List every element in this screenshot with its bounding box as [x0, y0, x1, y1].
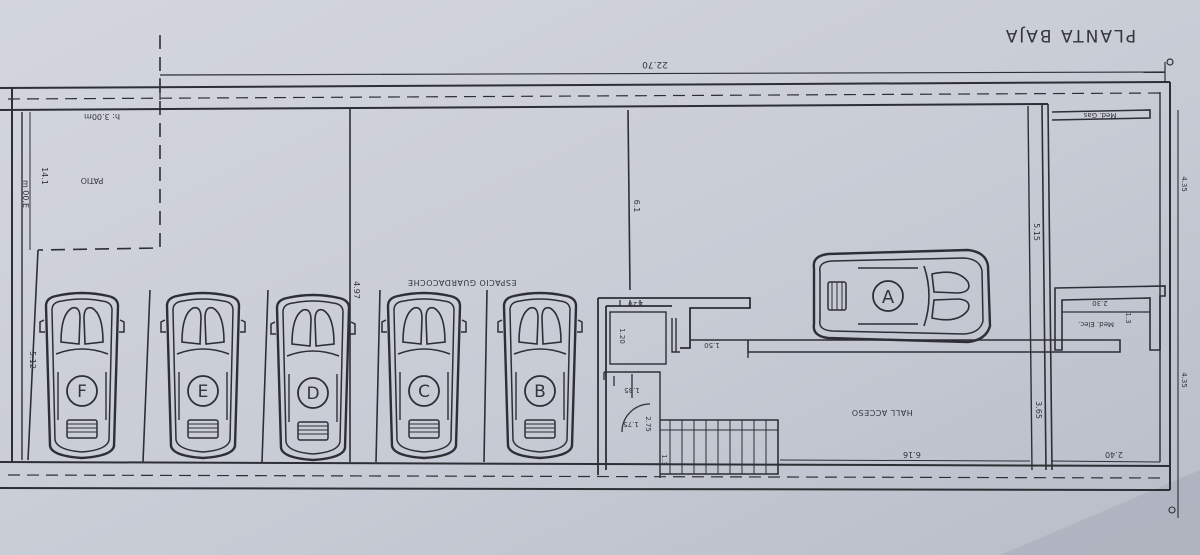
plan-title: PLANTA BAJA — [1004, 25, 1136, 45]
med-elec-label: Med. Elec. — [1078, 320, 1114, 328]
hall-width-dimension — [779, 459, 1031, 462]
patio-label: PATIO — [81, 176, 104, 185]
patio-height-label: h: 3.00m — [84, 112, 120, 121]
car-d-letter: D — [306, 384, 319, 404]
hall-label: HALL ACCESO — [851, 408, 912, 417]
right-mid-label: 3.65 — [1034, 401, 1043, 419]
right-width-label: 2.40 — [1105, 450, 1123, 459]
car-f: F — [38, 291, 126, 460]
edge-bottom-label: 4.35 — [1180, 372, 1188, 388]
core-top-label: 6.1 — [632, 200, 641, 213]
car-a-letter: A — [882, 287, 895, 308]
right-width-dimension — [1051, 460, 1161, 463]
core-b-label: 1.20 — [618, 328, 626, 344]
patio-area — [29, 35, 161, 251]
car-c: C — [380, 291, 468, 460]
hall-width-label: 6.16 — [903, 450, 921, 459]
core-d-label: 1.75 — [623, 420, 639, 428]
parking-dividers — [27, 108, 631, 463]
patio-side-label: m 00.E — [21, 180, 30, 208]
car-e: E — [159, 291, 247, 460]
stair-a-label: 2.75 — [644, 416, 652, 432]
overall-dimension-label: 22.70 — [642, 59, 668, 69]
car-e-letter: E — [198, 382, 209, 402]
parking-label: ESPACIO GUARDACOCHE — [407, 278, 516, 287]
car-c-letter: C — [418, 382, 430, 402]
car-a: A — [812, 248, 992, 344]
car-d: D — [269, 293, 357, 462]
bay-f-depth-label: 5.12 — [28, 351, 37, 369]
service-rooms — [1051, 109, 1166, 351]
central-core — [597, 297, 779, 478]
stair-b-label: 1.3 — [660, 454, 668, 465]
patio-side2-label: 14.1 — [40, 167, 49, 185]
car-f-letter: F — [77, 382, 87, 402]
paper-shadow — [1000, 470, 1200, 555]
core-c-label: 1.35 — [624, 386, 640, 394]
right-tall-label: 5.15 — [1032, 223, 1041, 241]
car-b-letter: B — [534, 382, 546, 402]
outer-walls — [0, 81, 1171, 491]
edge-top-label: 4.35 — [1180, 176, 1188, 192]
right-small2-label: 1.3 — [1124, 312, 1132, 323]
edge-dimension-chain — [1168, 110, 1179, 518]
mid-height-label: 4.97 — [352, 281, 361, 299]
car-b: B — [496, 291, 584, 460]
core-a-label: 1.20 — [628, 300, 644, 308]
right-small-label: 2.30 — [1092, 299, 1108, 307]
med-gas-label: Med. Gas — [1083, 111, 1116, 119]
corridor-label: 1.50 — [704, 341, 720, 349]
